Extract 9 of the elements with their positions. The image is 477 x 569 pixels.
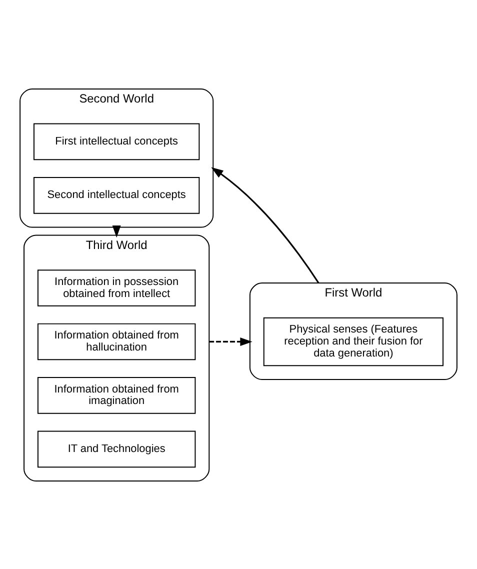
node-box: First intellectual concepts [33, 122, 200, 160]
node-box: Second intellectual concepts [33, 176, 200, 214]
node-box: Information obtained from hallucination [37, 322, 196, 360]
node-box: Information obtained from imagination [37, 376, 196, 414]
node-box: Physical senses (Features reception and their fusion for data generation) [263, 316, 444, 366]
node-box: Information in possession obtained from intellect [37, 269, 196, 306]
arrow [211, 166, 320, 283]
arrow [209, 336, 252, 346]
node-box: IT and Technologies [37, 430, 196, 468]
